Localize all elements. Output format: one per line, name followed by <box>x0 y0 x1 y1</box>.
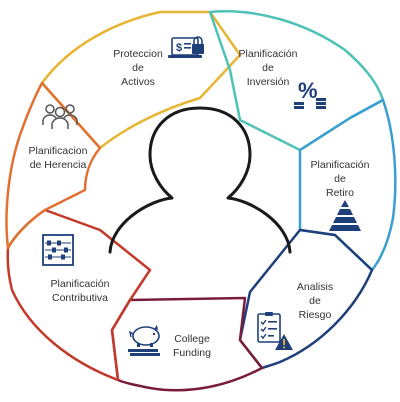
segment-planificacion-de-inversion: Planificación de Inversión % <box>208 10 385 152</box>
percent-coins-icon: % <box>294 78 326 109</box>
label-contributiva-line-2: Contributiva <box>52 292 108 304</box>
label-college-line-2: Funding <box>173 347 211 359</box>
label-inversion-line-2: de <box>262 62 274 74</box>
svg-text:%: % <box>298 78 318 103</box>
label-riesgo-line-3: Riesgo <box>299 309 332 321</box>
segment-proteccion-de-activos: Proteccion de Activos $ <box>40 10 242 150</box>
label-proteccion-line-3: Activos <box>121 76 155 88</box>
laptop-lock-icon: $ <box>168 36 204 58</box>
segment-college-funding: College Funding <box>110 296 264 392</box>
label-proteccion-line-1: Proteccion <box>113 48 163 60</box>
label-college-line-1: College <box>174 333 210 345</box>
pyramid-icon <box>329 200 361 231</box>
label-herencia-line-2: de Herencia <box>30 159 87 171</box>
segment-outline-retiro <box>298 98 397 272</box>
segment-planificacion-contributiva: Planificación Contributiva <box>6 208 152 382</box>
segment-outline-herencia <box>5 81 102 250</box>
label-proteccion-line-2: de <box>132 62 144 74</box>
label-herencia-line-1: Planificacion <box>29 145 88 157</box>
segment-outline-proteccion <box>40 10 242 150</box>
piggy-bank-books-icon <box>128 325 160 356</box>
label-contributiva-line-1: Planificación <box>51 278 110 290</box>
segment-planificacion-de-retiro: Planificación de Retiro <box>298 98 397 272</box>
segment-planificacion-de-herencia: Planificacion de Herencia <box>5 81 102 250</box>
label-riesgo-line-2: de <box>309 295 321 307</box>
label-riesgo-line-1: Analisis <box>297 281 333 293</box>
segment-outline-riesgo <box>238 228 374 370</box>
person-silhouette-icon <box>108 106 292 254</box>
label-retiro-line-3: Retiro <box>326 187 354 199</box>
people-group-icon <box>42 104 78 129</box>
label-retiro-line-1: Planificación <box>311 159 370 171</box>
svg-text:$: $ <box>176 42 182 54</box>
abacus-icon <box>42 234 74 266</box>
label-retiro-line-2: de <box>334 173 346 185</box>
label-inversion-line-1: Planificación <box>239 48 298 60</box>
segment-analisis-de-riesgo: Analisis de Riesgo <box>238 228 374 370</box>
checklist-warning-icon <box>257 312 293 350</box>
label-inversion-line-3: Inversión <box>247 76 290 88</box>
segment-outline-inversion <box>208 10 385 152</box>
segment-outline-college <box>110 296 264 392</box>
